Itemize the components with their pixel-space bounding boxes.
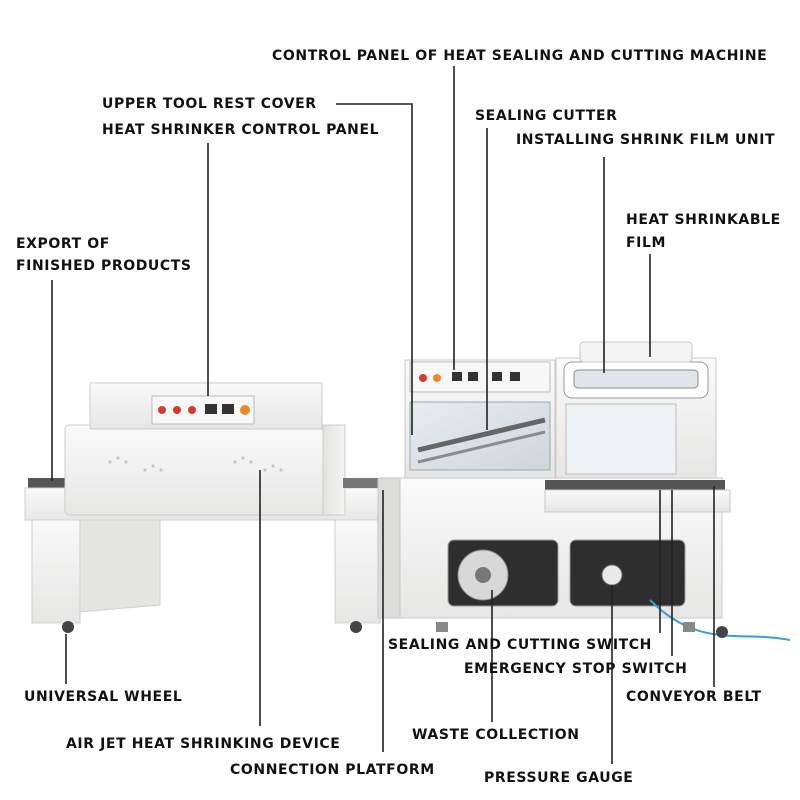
label-sealing-cutter: SEALING CUTTER (475, 108, 618, 124)
sealer-display (468, 372, 478, 381)
sealer-display (452, 372, 462, 381)
tunnel-red-button (158, 406, 166, 414)
sealer-display (510, 372, 520, 381)
tunnel-display (222, 404, 234, 414)
sealer-orange-knob (433, 374, 441, 382)
film-transparent (565, 403, 677, 475)
sealer-conveyor-table (544, 489, 731, 513)
l-sealer-machine (399, 341, 791, 641)
conveyor-belt (545, 480, 725, 490)
sealing-cutter-bar (417, 430, 546, 464)
sealer-foot (683, 622, 695, 632)
wheel (62, 621, 74, 633)
sealer-red-button (419, 374, 427, 382)
wheel (716, 626, 728, 638)
label-export-finished-line2: FINISHED PRODUCTS (16, 258, 192, 274)
sealer-display (492, 372, 502, 381)
wheel (350, 621, 362, 633)
label-installing-shrink-film-unit: INSTALLING SHRINK FILM UNIT (516, 132, 776, 148)
sealing-cutter-bar (417, 417, 546, 453)
heat-shrink-tunnel (24, 382, 386, 633)
waste-roll-core (475, 567, 491, 583)
label-pressure-gauge: PRESSURE GAUGE (484, 770, 634, 786)
label-export-finished-line1: EXPORT OF (16, 236, 110, 252)
label-waste-collection: WASTE COLLECTION (412, 727, 580, 743)
label-sealing-cutting-switch: SEALING AND CUTTING SWITCH (388, 637, 652, 653)
exit-conveyor (28, 478, 80, 488)
label-conveyor-belt: CONVEYOR BELT (626, 689, 762, 705)
label-connection-platform: CONNECTION PLATFORM (230, 762, 435, 778)
label-upper-tool-rest-cover: UPPER TOOL REST COVER (102, 96, 317, 112)
tunnel-chamber (64, 424, 344, 516)
tunnel-leg-panel (79, 519, 161, 613)
tunnel-left-leg (31, 514, 81, 624)
tunnel-red-button (173, 406, 181, 414)
sealer-control-panel (409, 361, 551, 393)
tunnel-side (322, 424, 346, 516)
leader-upper-tool-rest-cover (336, 103, 413, 435)
label-heat-shrinker-control-panel: HEAT SHRINKER CONTROL PANEL (102, 122, 380, 138)
sealer-door-right (569, 539, 686, 607)
film-top-cap (579, 341, 693, 363)
tunnel-red-button (188, 406, 196, 414)
label-control-panel-sealing: CONTROL PANEL OF HEAT SEALING AND CUTTIN… (272, 48, 768, 64)
sealer-foot (436, 622, 448, 632)
label-emergency-stop-switch: EMERGENCY STOP SWITCH (464, 661, 688, 677)
tunnel-right-leg (334, 514, 381, 624)
connection-rollers (343, 478, 383, 488)
label-heat-shrinkable-film-line1: HEAT SHRINKABLE (626, 212, 781, 228)
label-heat-shrinkable-film-line2: FILM (626, 235, 667, 251)
tunnel-display (205, 404, 217, 414)
label-air-jet-heat-shrinking: AIR JET HEAT SHRINKING DEVICE (66, 736, 341, 752)
tunnel-control-panel (151, 395, 255, 425)
film-roll (573, 369, 699, 389)
label-universal-wheel: UNIVERSAL WHEEL (24, 689, 183, 705)
tunnel-orange-knob (240, 405, 250, 415)
leader-lines (51, 66, 715, 764)
pressure-gauge-dial (601, 564, 623, 586)
tunnel-vents (108, 456, 283, 472)
